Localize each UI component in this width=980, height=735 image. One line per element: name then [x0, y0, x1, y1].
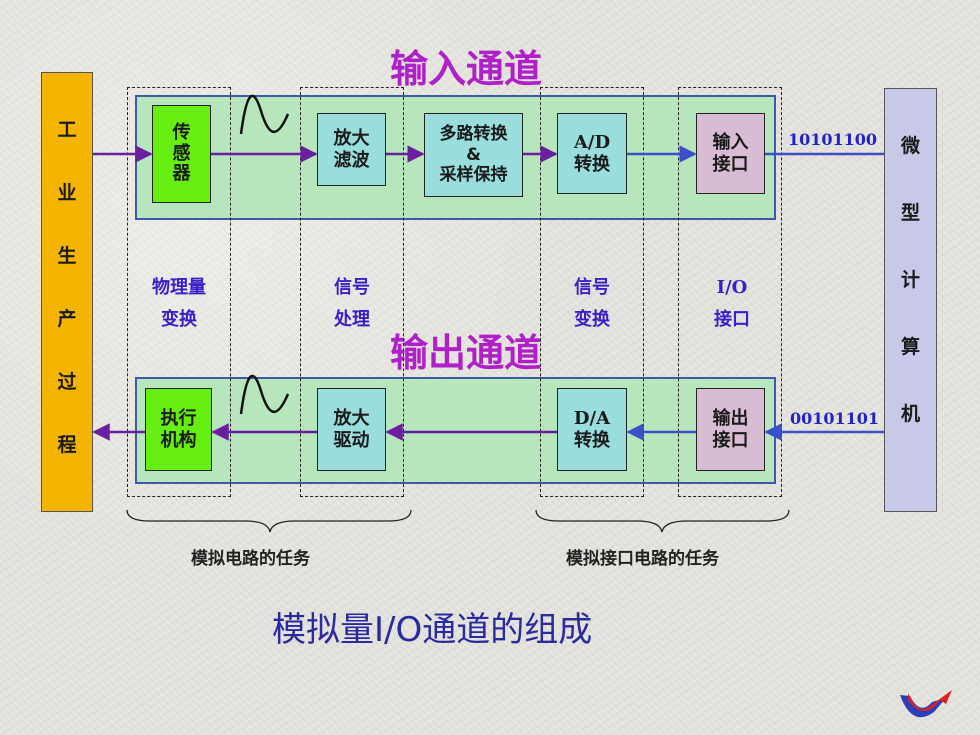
panel-char: 微 [900, 135, 920, 157]
input-bit-pattern: 10101100 [788, 130, 878, 149]
amp-drive-block: 放大 驱动 [317, 388, 386, 471]
actuator-block: 执行 机构 [145, 388, 212, 471]
stage-column-io [678, 87, 782, 497]
stage-label-processing: 信号 处理 [334, 277, 370, 330]
sine-wave-icon [239, 374, 290, 415]
industrial-process-panel: 工 业 生 产 过 程 [41, 72, 93, 512]
output-channel-title: 输出通道 [390, 331, 543, 375]
panel-char: 计 [900, 269, 920, 291]
output-channel-band [135, 377, 776, 484]
input-port-block: 输入 接口 [696, 113, 765, 194]
brace-analog-interface [535, 509, 790, 533]
return-arrow-icon [900, 690, 952, 718]
panel-char: 机 [900, 403, 920, 425]
multiplexer-sample-hold-block: 多路转换 & 采样保持 [424, 113, 523, 197]
amp-filter-block: 放大 滤波 [317, 113, 386, 186]
stage-column-conversion [540, 87, 644, 497]
ad-converter-block: A/D 转换 [557, 113, 627, 194]
da-converter-block: D/A 转换 [557, 388, 627, 471]
sensor-block: 传 感 器 [152, 105, 211, 203]
input-channel-title: 输入通道 [390, 47, 543, 91]
panel-char: 生 [57, 245, 77, 267]
panel-char: 程 [57, 434, 77, 456]
output-bit-pattern: 00101101 [790, 409, 880, 428]
analog-circuit-task-label: 模拟电路的任务 [191, 549, 310, 569]
panel-char: 产 [57, 308, 77, 330]
brace-analog-circuit [126, 509, 412, 533]
stage-label-conversion: 信号 变换 [574, 277, 610, 330]
stage-column-physical [127, 87, 231, 497]
stage-label-io: I/O 接口 [714, 277, 750, 330]
stage-label-physical: 物理量 变换 [152, 277, 206, 330]
analog-interface-task-label: 模拟接口电路的任务 [566, 549, 719, 569]
sine-wave-icon [239, 94, 290, 135]
stage-column-processing [300, 87, 404, 497]
panel-char: 业 [57, 182, 77, 204]
panel-char: 算 [900, 336, 920, 358]
output-port-block: 输出 接口 [696, 388, 765, 471]
panel-char: 过 [57, 371, 77, 393]
microcomputer-panel: 微 型 计 算 机 [884, 88, 937, 512]
panel-char: 工 [57, 119, 77, 141]
panel-char: 型 [900, 202, 920, 224]
diagram-caption: 模拟量I/O通道的组成 [272, 610, 593, 650]
